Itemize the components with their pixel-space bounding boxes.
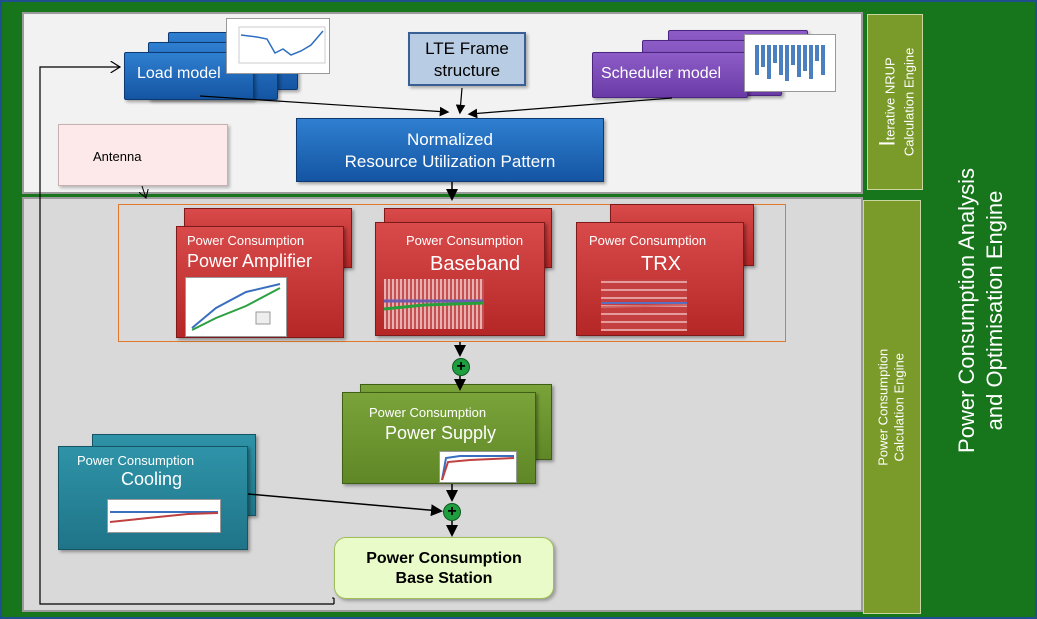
power-amplifier-block[interactable]: Power Consumption Power Amplifier bbox=[176, 226, 344, 338]
main-engine-label: Power Consumption Analysis and Optimisat… bbox=[930, 40, 1030, 580]
cooling-header: Power Consumption bbox=[77, 453, 195, 468]
bs-line2: Base Station bbox=[395, 570, 493, 587]
main-line1: Power Consumption Analysis bbox=[953, 167, 979, 453]
pc-engine-line1: Power Consumption bbox=[875, 348, 891, 466]
nrup-line1: Normalized bbox=[407, 130, 493, 149]
trx-block[interactable]: Power Consumption TRX bbox=[576, 222, 744, 336]
lte-frame-line1: LTE Frame bbox=[425, 39, 509, 58]
trx-header: Power Consumption bbox=[589, 233, 707, 248]
ps-chart-thumbnail bbox=[439, 451, 517, 483]
lte-frame-line2: structure bbox=[433, 61, 501, 80]
antenna-block[interactable]: Antenna bbox=[58, 124, 228, 186]
bs-line1: Power Consumption bbox=[366, 550, 522, 567]
cooling-label: Cooling bbox=[121, 469, 183, 489]
pa-chart-thumbnail bbox=[185, 277, 287, 337]
scheduler-model-label: Scheduler model bbox=[601, 65, 722, 82]
trx-label: TRX bbox=[641, 253, 681, 275]
pa-header: Power Consumption bbox=[187, 233, 305, 248]
baseband-block[interactable]: Power Consumption Baseband bbox=[375, 222, 545, 336]
ps-label: Power Supply bbox=[385, 423, 497, 443]
power-supply-block[interactable]: Power Consumption Power Supply bbox=[342, 392, 536, 484]
pc-engine-line2: Calculation Engine bbox=[892, 352, 907, 462]
lte-frame-structure-block[interactable]: LTE Frame structure bbox=[408, 32, 526, 86]
bb-chart-thumbnail bbox=[383, 279, 485, 329]
cooling-block[interactable]: Power Consumption Cooling bbox=[58, 446, 248, 550]
antenna-label: Antenna bbox=[93, 149, 142, 164]
scheduler-chart-thumbnail bbox=[744, 34, 836, 92]
pc-engine-label: Power Consumption Calculation Engine bbox=[863, 200, 921, 614]
nrup-block[interactable]: Normalized Resource Utilization Pattern bbox=[296, 118, 604, 182]
iterative-line2: Calculation Engine bbox=[900, 47, 916, 157]
iterative-rest: terative NRUP bbox=[882, 57, 898, 141]
sum-node-2: + bbox=[443, 503, 461, 521]
ps-header: Power Consumption bbox=[369, 405, 487, 420]
sum-node-1: + bbox=[452, 358, 470, 376]
bb-header: Power Consumption bbox=[406, 233, 524, 248]
load-model-label: Load model bbox=[137, 65, 221, 82]
main-line2: and Optimisation Engine bbox=[981, 190, 1007, 430]
trx-chart-thumbnail bbox=[600, 279, 688, 331]
load-model-chart-thumbnail bbox=[226, 18, 330, 74]
cooling-chart-thumbnail bbox=[107, 499, 221, 533]
iterative-big-i: I bbox=[874, 140, 900, 147]
iterative-nrup-label: Iterative NRUP Calculation Engine bbox=[867, 14, 923, 190]
bb-label: Baseband bbox=[430, 253, 521, 275]
scheduler-model-block[interactable]: Scheduler model bbox=[592, 52, 748, 98]
base-station-block[interactable]: Power Consumption Base Station bbox=[334, 537, 554, 599]
nrup-line2: Resource Utilization Pattern bbox=[344, 152, 556, 171]
pa-label: Power Amplifier bbox=[187, 251, 313, 271]
